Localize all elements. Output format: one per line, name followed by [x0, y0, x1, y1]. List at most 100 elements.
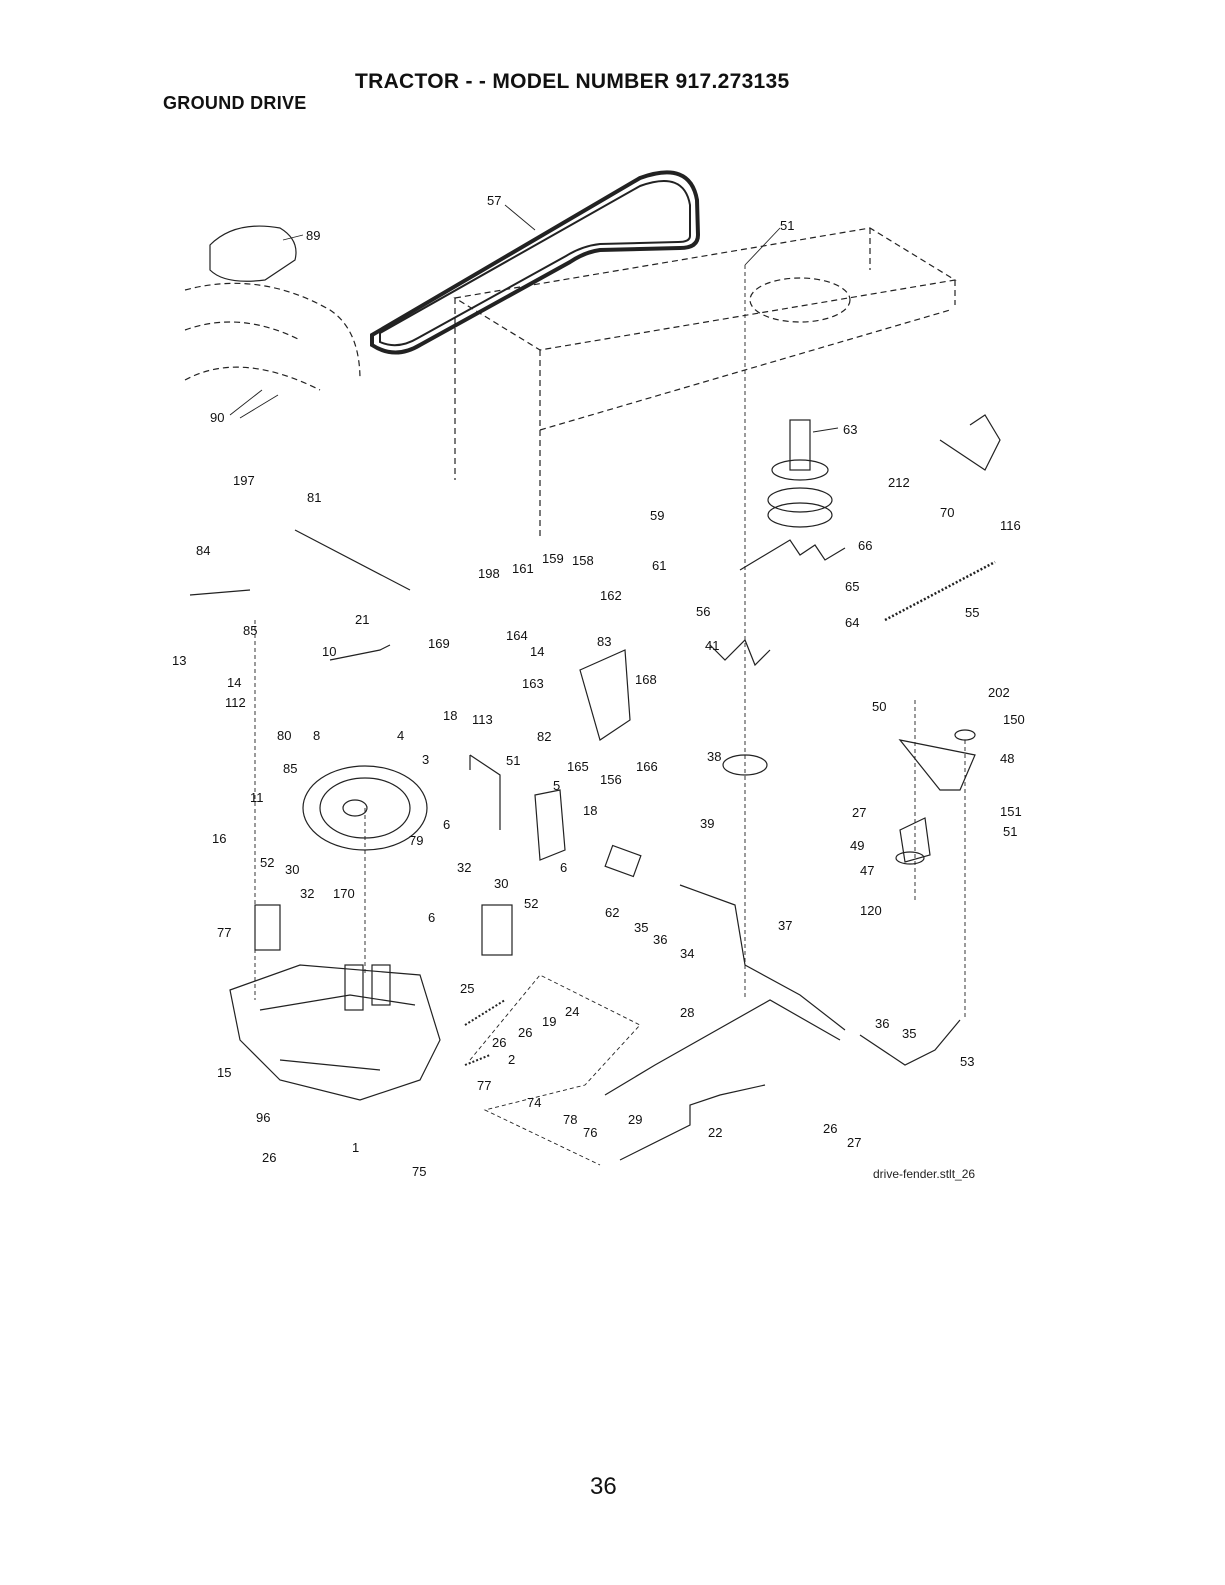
callout-41: 41: [705, 638, 719, 653]
drive-rod: [604, 999, 841, 1096]
callout-159: 159: [542, 551, 564, 566]
transaxle: [229, 964, 441, 1101]
callout-83: 83: [597, 634, 611, 649]
callout-202: 202: [988, 685, 1010, 700]
callout-65: 65: [845, 579, 859, 594]
callout-29: 29: [628, 1112, 642, 1127]
callout-55: 55: [965, 605, 979, 620]
callout-198: 198: [478, 566, 500, 581]
callout-30: 30: [285, 862, 299, 877]
callout-75: 75: [412, 1164, 426, 1179]
callout-51: 51: [780, 218, 794, 233]
callout-50: 50: [872, 699, 886, 714]
callout-166: 166: [636, 759, 658, 774]
callout-164: 164: [506, 628, 528, 643]
callout-6c: 6: [428, 910, 435, 925]
control-shaft: [294, 529, 411, 591]
callout-77b: 77: [477, 1078, 491, 1093]
callout-61: 61: [652, 558, 666, 573]
callout-57: 57: [487, 193, 501, 208]
section-title: GROUND DRIVE: [163, 93, 307, 113]
callout-25: 25: [460, 981, 474, 996]
callout-165: 165: [567, 759, 589, 774]
callout-26d: 26: [262, 1150, 276, 1165]
callout-161: 161: [512, 561, 534, 576]
callout-120: 120: [860, 903, 882, 918]
callout-66: 66: [858, 538, 872, 553]
drive-belt: [370, 170, 701, 355]
callout-32: 32: [457, 860, 471, 875]
callout-62: 62: [605, 905, 619, 920]
callout-76: 76: [583, 1125, 597, 1140]
callout-82: 82: [537, 729, 551, 744]
callout-56: 56: [696, 604, 710, 619]
callout-162: 162: [600, 588, 622, 603]
callout-81: 81: [307, 490, 321, 505]
callout-24: 24: [565, 1004, 579, 1019]
callout-212: 212: [888, 475, 910, 490]
callout-49: 49: [850, 838, 864, 853]
callout-163: 163: [522, 676, 544, 691]
callout-112: 112: [225, 695, 246, 710]
callout-64: 64: [845, 615, 859, 630]
callout-169: 169: [428, 636, 450, 651]
parts-diagram: 57 51 89 90 63 212 70 116 197 81 59 61 6…: [172, 170, 1025, 1179]
callout-26: 26: [518, 1025, 532, 1040]
callout-36b: 36: [875, 1016, 889, 1031]
callout-18b: 18: [583, 803, 597, 818]
frame-outline: [184, 227, 957, 540]
callout-39: 39: [700, 816, 714, 831]
callout-22: 22: [708, 1125, 722, 1140]
callout-16: 16: [212, 831, 226, 846]
callout-15: 15: [217, 1065, 231, 1080]
callout-35: 35: [634, 920, 648, 935]
callout-116: 116: [1000, 518, 1021, 533]
callout-53: 53: [960, 1054, 974, 1069]
callout-14: 14: [530, 644, 544, 659]
callout-158: 158: [572, 553, 594, 568]
callout-96: 96: [256, 1110, 270, 1125]
fender-pad: [209, 225, 297, 282]
callout-32b: 32: [300, 886, 314, 901]
return-spring: [884, 560, 996, 622]
callout-10: 10: [322, 644, 336, 659]
callout-78: 78: [563, 1112, 577, 1127]
callout-26b: 26: [492, 1035, 506, 1050]
callout-170: 170: [333, 886, 355, 901]
leader-57: [504, 204, 536, 231]
callout-8: 8: [313, 728, 320, 743]
callout-80: 80: [277, 728, 291, 743]
callout-77: 77: [217, 925, 231, 940]
callout-6b: 6: [560, 860, 567, 875]
callout-19: 19: [542, 1014, 556, 1029]
callout-151: 151: [1000, 804, 1022, 819]
callout-47: 47: [860, 863, 874, 878]
callout-30b: 30: [494, 876, 508, 891]
callout-89: 89: [306, 228, 320, 243]
callout-150: 150: [1003, 712, 1025, 727]
callout-84: 84: [196, 543, 210, 558]
page-title: TRACTOR - - MODEL NUMBER 917.273135: [355, 70, 790, 93]
callout-168: 168: [635, 672, 657, 687]
callout-36: 36: [653, 932, 667, 947]
callout-156: 156: [600, 772, 622, 787]
callout-21: 21: [355, 612, 369, 627]
callout-37: 37: [778, 918, 792, 933]
callout-52: 52: [260, 855, 274, 870]
callout-5: 5: [553, 778, 560, 793]
callout-1: 1: [352, 1140, 359, 1155]
callout-85b: 85: [283, 761, 297, 776]
callout-79: 79: [409, 833, 423, 848]
callout-34: 34: [680, 946, 694, 961]
callout-11: 11: [250, 790, 264, 805]
callout-51c: 51: [1003, 824, 1017, 839]
callout-4: 4: [397, 728, 404, 743]
engine-pulley: [767, 419, 833, 528]
callout-113: 113: [472, 712, 493, 727]
callout-2: 2: [508, 1052, 515, 1067]
callout-63: 63: [843, 422, 857, 437]
callout-85: 85: [243, 623, 257, 638]
callout-35b: 35: [902, 1026, 916, 1041]
callout-13: 13: [172, 653, 186, 668]
callout-59: 59: [650, 508, 664, 523]
